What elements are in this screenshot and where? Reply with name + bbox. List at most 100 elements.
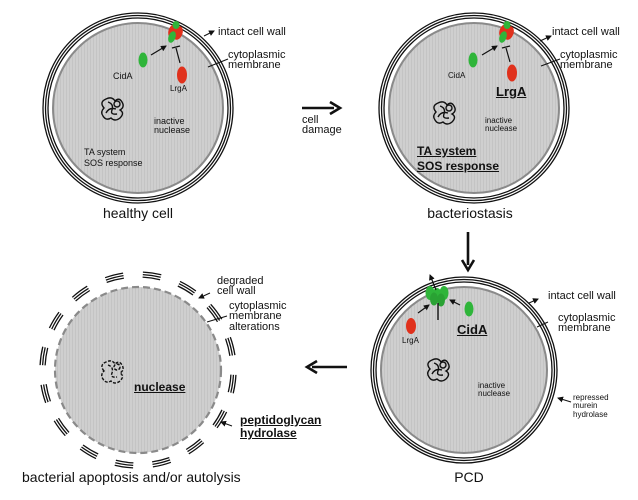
membrane-alterations-label: cytoplasmic membrane alterations [229, 300, 287, 333]
wall-line-1: degraded [217, 275, 264, 287]
healthy-cell [42, 12, 234, 204]
nucleoid-icon [427, 358, 450, 382]
nuclease-line-2: nuclease [478, 389, 511, 398]
wall-fragment [185, 438, 201, 451]
nuclease-line-1: inactive [485, 116, 513, 125]
wall-fragment [188, 442, 205, 455]
membrane-line-1: cytoplasmic [560, 49, 618, 61]
cida-label: CidA [448, 71, 466, 80]
wall-fragment [177, 285, 194, 296]
wall-fragment [206, 307, 219, 323]
membrane-label: cytoplasmic membrane [228, 49, 285, 72]
wall-line-2: cell wall [217, 285, 256, 298]
fragmented-nucleoid-icon [101, 360, 124, 384]
nuclease-line-1: inactive [154, 116, 185, 126]
cell-wall-ring-inner [47, 17, 229, 199]
membrane-line-3: alterations [229, 320, 280, 333]
wall-label: intact cell wall [218, 26, 286, 38]
wall-fragment [57, 417, 70, 433]
wall-fragment [214, 410, 225, 427]
altered-membrane [53, 285, 223, 455]
wall-label: intact cell wall [548, 290, 616, 302]
hydrolase-line-2: hydrolase [240, 426, 297, 441]
wall-fragment [115, 459, 134, 464]
membrane-line-2: membrane [229, 310, 282, 323]
cell-damage-line-1: cell [302, 114, 319, 126]
degraded-wall-label: degraded cell wall [217, 275, 264, 298]
wall-fragment [179, 280, 197, 292]
nuclease-label: inactive nuclease [485, 117, 517, 133]
wall-fragment [115, 462, 134, 467]
ta-system-label: TA system [84, 147, 126, 157]
nuclease-line-2: nuclease [154, 125, 191, 135]
lrga-label: LrgA [170, 84, 187, 93]
wall-fragment [227, 374, 232, 393]
wall-fragment [210, 303, 223, 320]
wall-fragment [142, 271, 162, 276]
wall-fragment [178, 283, 195, 294]
wall-fragment [40, 384, 47, 404]
wall-fragment [106, 277, 124, 284]
hydrolase-label: repressed murein hydrolase [573, 393, 609, 419]
ta-system-label: TA system [417, 144, 477, 158]
sos-response-label: SOS response [417, 159, 500, 173]
caption-pcd: PCD [454, 469, 484, 485]
cell-damage-line-2: damage [302, 124, 342, 137]
cida-pore-complex [425, 286, 449, 307]
wall-fragment [48, 311, 60, 329]
membrane-label: cytoplasmic membrane [558, 312, 616, 335]
cell-damage-label: cell damage [302, 114, 342, 137]
cida-label: CidA [113, 71, 133, 81]
wall-fragment [187, 440, 203, 453]
caption-apoptosis: bacterial apoptosis and/or autolysis [22, 469, 241, 485]
cytoplasm [52, 22, 224, 194]
membrane-line-2: membrane [558, 322, 611, 335]
wall-fragment [152, 461, 172, 468]
wall-label: intact cell wall [552, 26, 620, 38]
inhibition-bar [171, 45, 181, 49]
membrane-line-2: membrane [560, 59, 613, 72]
hydrolase-line-1: peptidoglycan [240, 413, 322, 427]
membrane-line-2: membrane [228, 59, 281, 72]
cida-protein [468, 52, 478, 68]
wall-fragment [71, 285, 88, 298]
wall-fragment [142, 276, 161, 281]
wall-fragment [114, 464, 134, 469]
lrga-protein [177, 66, 187, 84]
wall-fragment [45, 384, 52, 402]
hydrolase-line-2: murein [573, 401, 598, 411]
wall-fragment [104, 272, 124, 279]
membrane-label: cytoplasmic membrane [560, 49, 618, 72]
bacteriostasis-cell [378, 12, 570, 204]
sos-response-label: SOS response [84, 157, 143, 168]
wall-fragment [81, 446, 98, 457]
wall-fragment [142, 273, 161, 278]
nuclease-line-1: inactive [478, 381, 506, 390]
apoptotic-cell [39, 271, 237, 469]
nucleoid-icon [433, 101, 456, 125]
systems-label-emphasized: TA system SOS response [417, 144, 499, 174]
wall-fragment [42, 384, 49, 403]
wall-fragment [212, 409, 223, 426]
wall-fragment [39, 346, 44, 366]
wall-fragment [208, 305, 221, 321]
hydrolase-line-3: hydrolase [573, 409, 608, 419]
wall-fragment [230, 374, 235, 393]
wall-fragment [51, 313, 62, 330]
cida-protein [138, 52, 148, 68]
cytoplasm [380, 286, 548, 454]
membrane-line-1: cytoplasmic [229, 300, 287, 312]
nuclease-label: inactive nuclease [154, 117, 190, 135]
caption-healthy: healthy cell [102, 205, 174, 221]
membrane-line-1: cytoplasmic [558, 312, 616, 324]
lrga-label-emphasized: LrgA [496, 84, 527, 99]
wall-fragment [53, 420, 66, 437]
cida-label-emphasized: CidA [457, 322, 488, 337]
cell-wall-ring-outer [42, 12, 234, 204]
wall-pointer [203, 30, 215, 37]
wall-fragment [41, 347, 46, 366]
transition-arrow-right [302, 100, 343, 116]
holin-complex [499, 21, 514, 43]
